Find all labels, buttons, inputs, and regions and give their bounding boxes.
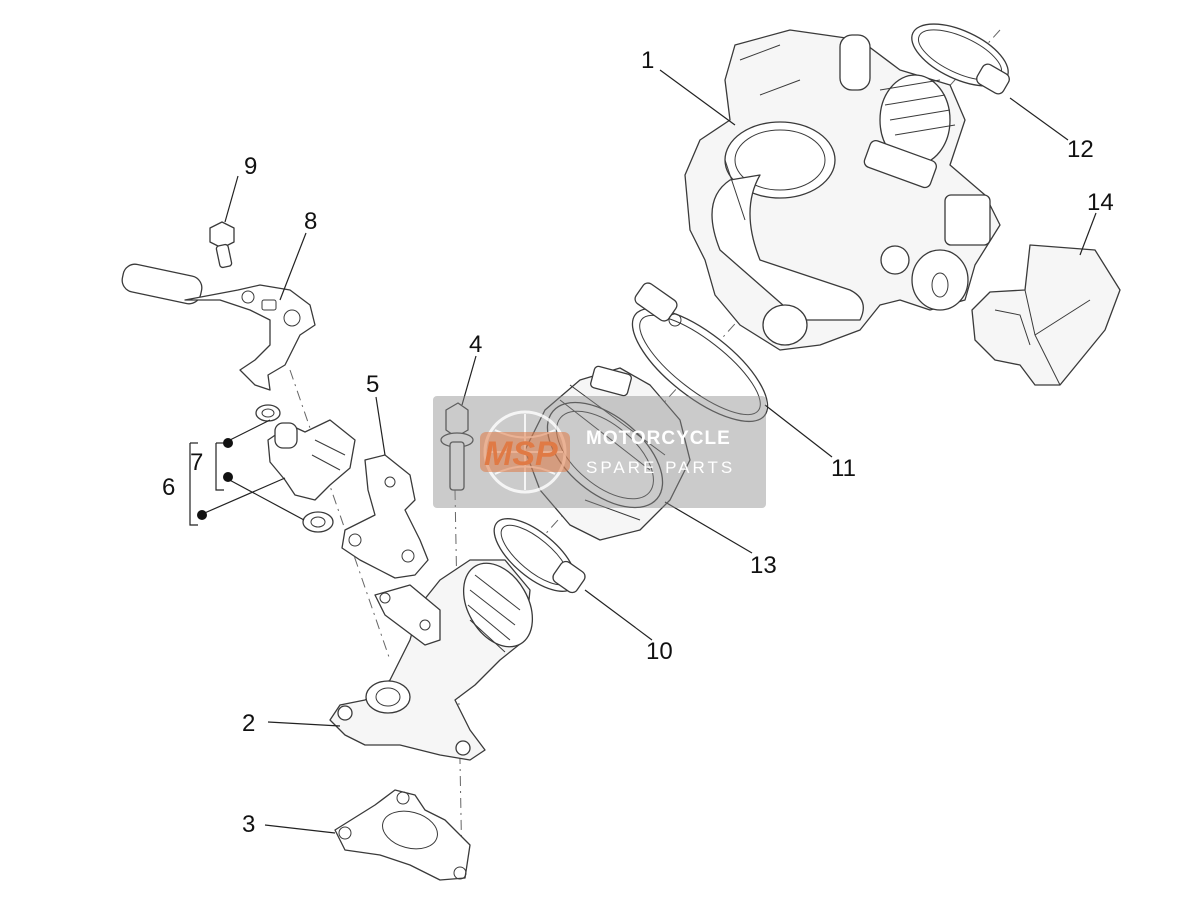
intake-sleeve-13 [524,365,691,541]
injector-group [255,404,356,533]
watermark: MSP MOTORCYCLE SPARE PARTS [433,396,766,508]
bullet-dot [223,472,233,482]
callout-5: 5 [366,371,379,398]
watermark-line2: SPARE PARTS [586,458,735,477]
watermark-logo: MSP [484,435,558,473]
callout-12: 12 [1067,136,1094,163]
callout-8: 8 [304,208,317,235]
callout-13: 13 [750,552,777,579]
clamp-11 [631,282,769,423]
cover-14 [971,244,1121,386]
callout-2: 2 [242,710,255,737]
callout-7: 7 [190,449,203,476]
clamp-10 [493,518,586,594]
callout-3: 3 [242,811,255,838]
manifold-2 [329,559,534,761]
callout-9: 9 [244,153,257,180]
throttle-body [684,29,1001,351]
bullet-dot [223,438,233,448]
leader-lines [189,69,1097,834]
gasket-3 [334,789,471,881]
watermark-line1: MOTORCYCLE [586,428,731,449]
sensor-bracket-8 [121,263,316,391]
bolt-4 [440,402,474,491]
callout-10: 10 [646,638,673,665]
callout-14: 14 [1087,189,1114,216]
bolt-9 [209,221,235,269]
bracket-5 [341,454,429,579]
bullet-dot [197,510,207,520]
callout-1: 1 [641,47,654,74]
callout-labels: 1 2 3 4 5 6 7 8 9 10 11 12 13 14 [162,47,1114,838]
callout-6: 6 [162,474,175,501]
callout-4: 4 [469,331,482,358]
callout-11: 11 [831,455,856,482]
clamp-12 [911,23,1010,95]
